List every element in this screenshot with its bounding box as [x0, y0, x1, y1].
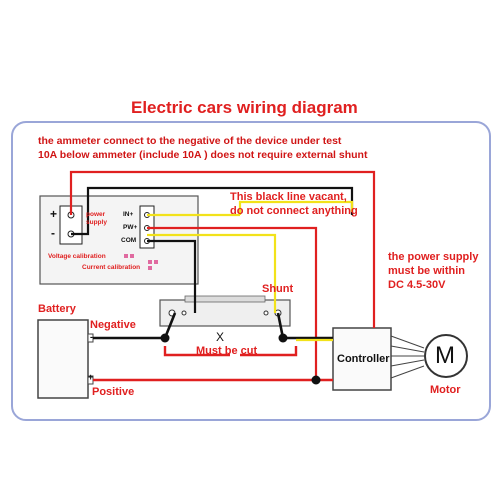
current-cal-pad — [148, 266, 152, 270]
motor-letter: M — [435, 342, 455, 369]
shunt — [159, 299, 291, 327]
current-calibration-label: Current calibration — [82, 264, 141, 271]
shunt-bar — [184, 295, 266, 303]
pin-com-label: COM — [121, 237, 137, 244]
junction-dot — [311, 375, 321, 385]
battery-label: Battery — [38, 303, 76, 315]
motor — [424, 334, 468, 378]
controller-motor-leads — [390, 335, 425, 379]
page-title: Electric cars wiring diagram — [131, 98, 358, 117]
meter-supply-label: supply — [86, 219, 107, 226]
controller-label: Controller — [337, 353, 390, 365]
meter-power-label: power — [86, 211, 106, 218]
black-wire-vacant — [71, 186, 354, 236]
cut-mark: X — [216, 330, 225, 344]
yellow-wire-vacant — [238, 200, 354, 215]
junction-dot — [160, 333, 170, 343]
battery-minus-mark: - — [90, 332, 93, 342]
positive-label: Positive — [92, 386, 135, 398]
black-wire-com — [147, 239, 197, 313]
power-supply-note-3: DC 4.5-30V — [388, 279, 446, 291]
red-wire-negative-cut-right — [240, 346, 298, 357]
battery — [37, 319, 89, 399]
power-supply-note-2: must be within — [388, 265, 465, 277]
pin-pw-plus-label: PW+ — [123, 224, 138, 231]
black-line-note-1: This black line vacant, — [230, 191, 347, 203]
voltage-cal-pad — [130, 254, 134, 258]
voltage-calibration-label: Voltage calibration — [48, 253, 106, 260]
yellow-wire-in-plus-shunt — [147, 233, 277, 313]
meter-minus-label: - — [51, 226, 55, 240]
motor-label: Motor — [430, 384, 461, 396]
controller — [332, 327, 392, 391]
ammeter-note-line2: 10A below ammeter (include 10A ) does no… — [38, 149, 368, 161]
junction-dot — [278, 333, 288, 343]
black-line-note-2: do not connect anything — [230, 205, 358, 217]
shunt-label: Shunt — [262, 283, 294, 295]
outer-frame — [11, 121, 491, 421]
ammeter-note-line1: the ammeter connect to the negative of t… — [38, 135, 342, 147]
power-supply-note-1: the power supply — [388, 251, 479, 263]
must-be-cut-label: Must be cut — [196, 345, 258, 357]
red-wire-negative-cut — [163, 346, 230, 357]
pin-in-plus-label: IN+ — [123, 211, 134, 218]
meter-plus-label: + — [50, 207, 58, 221]
negative-label: Negative — [90, 319, 136, 331]
current-cal-pad — [148, 260, 152, 264]
current-cal-pad — [154, 260, 158, 264]
battery-plus-mark: + — [88, 372, 94, 382]
red-wire-pw-plus — [147, 226, 318, 380]
shunt-screw-right — [263, 310, 269, 316]
shunt-screw-left — [181, 310, 187, 316]
red-wire-power-supply — [69, 170, 376, 328]
voltage-cal-pad — [124, 254, 128, 258]
